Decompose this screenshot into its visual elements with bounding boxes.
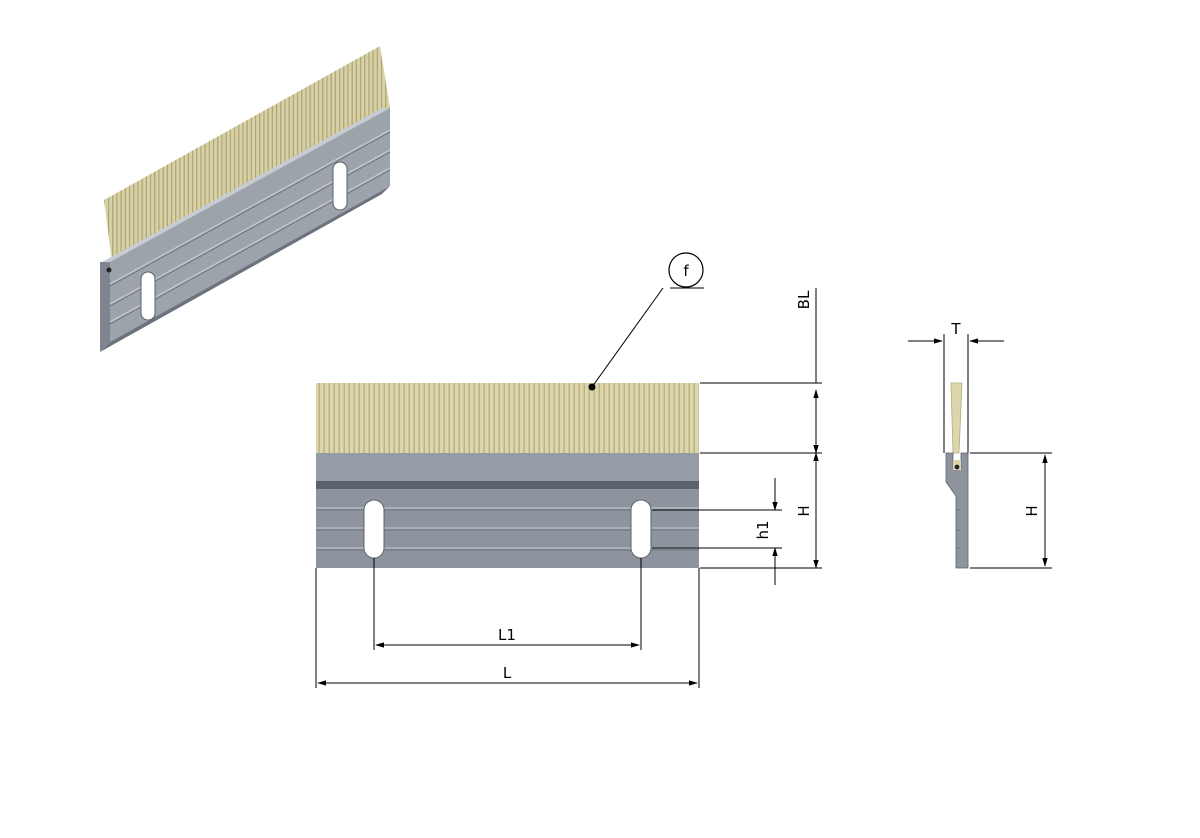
dim-label-h-side: H bbox=[1023, 505, 1041, 516]
dim-label-h-front: H bbox=[795, 505, 813, 516]
callout-f: f bbox=[588, 252, 704, 391]
front-dimensions bbox=[315, 288, 822, 688]
iso-bristles bbox=[104, 46, 390, 262]
front-plate-upper bbox=[316, 453, 699, 481]
iso-plate-bottom bbox=[100, 186, 390, 352]
front-slot-right bbox=[630, 499, 652, 559]
dim-label-t: T bbox=[950, 320, 961, 338]
dim-label-h1: h1 bbox=[754, 520, 772, 539]
iso-plate-top bbox=[102, 108, 390, 262]
callout-f-label: f bbox=[683, 262, 689, 280]
side-view bbox=[945, 382, 969, 569]
iso-clamp-dot bbox=[106, 267, 112, 273]
iso-slot-right bbox=[332, 161, 348, 211]
side-dimensions bbox=[908, 334, 1052, 569]
front-slot-left bbox=[363, 499, 385, 559]
front-bristles bbox=[316, 383, 699, 453]
dim-label-l: L bbox=[503, 664, 512, 682]
dim-label-bl: BL bbox=[795, 290, 813, 309]
side-bristle-tuft bbox=[950, 382, 963, 454]
dim-label-l1: L1 bbox=[498, 626, 516, 644]
side-clamp-dot bbox=[954, 464, 960, 470]
iso-slot-left bbox=[140, 271, 156, 321]
front-plate-dark-band bbox=[316, 481, 699, 489]
isometric-view bbox=[100, 46, 391, 352]
iso-plate-side bbox=[100, 262, 110, 352]
front-view bbox=[316, 383, 699, 568]
